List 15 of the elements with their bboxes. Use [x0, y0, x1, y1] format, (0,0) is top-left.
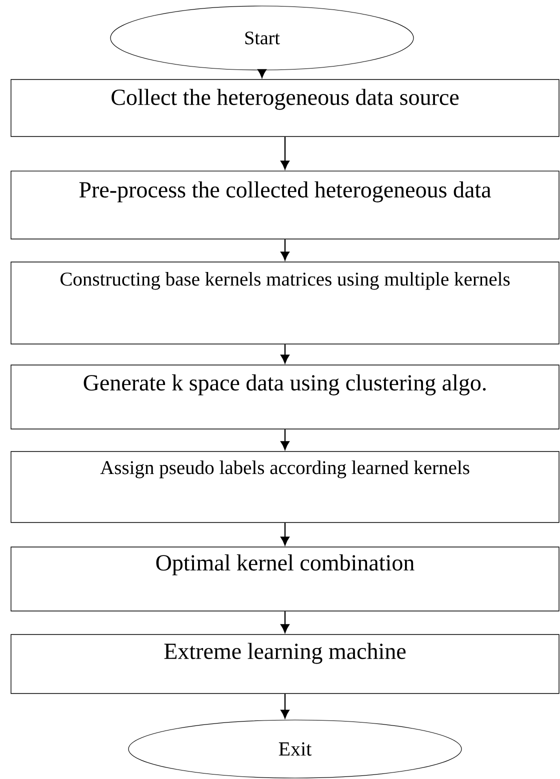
- arrow: [280, 522, 290, 546]
- arrow: [280, 611, 290, 633]
- process-box: Optimal kernel combination: [10, 546, 560, 612]
- arrow: [280, 694, 290, 718]
- arrow: [258, 69, 266, 78]
- process-box: Pre-process the collected heterogeneous data: [10, 170, 560, 240]
- process-box: Assign pseudo labels according learned kernels: [10, 451, 560, 523]
- process-box: Extreme learning machine: [10, 634, 560, 694]
- arrow: [280, 344, 290, 364]
- process-box: Collect the heterogeneous data source: [10, 79, 560, 137]
- arrow: [280, 429, 290, 450]
- arrow: [280, 136, 290, 170]
- process-box: Generate k space data using clustering algo.: [10, 364, 560, 430]
- arrow: [280, 239, 290, 260]
- process-box: Constructing base kernels matrices using multiple kernels: [10, 262, 560, 344]
